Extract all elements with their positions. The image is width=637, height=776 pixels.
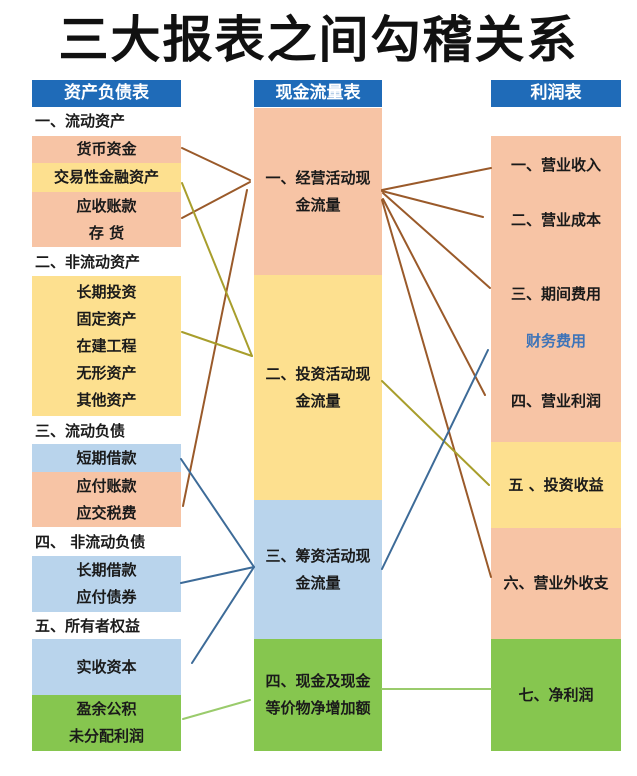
line-operating-to-revenue — [381, 167, 492, 191]
line-taxes-to-operating — [182, 189, 248, 507]
line-capital-to-financing — [191, 566, 255, 664]
income-statement-header: 利润表 — [491, 80, 621, 107]
item-non-operating: 六、营业外收支 — [491, 528, 621, 639]
block-line: 一、经营活动现 — [265, 168, 371, 187]
block-line: 四、现金及现金 — [265, 672, 371, 690]
item-taxes-payable: 应交税费 — [76, 503, 137, 522]
item-label: 一、营业收入 — [510, 155, 601, 174]
financing-cash-flow-block: 三、筹资活动现 金流量 — [254, 500, 382, 639]
line-operating-to-operating-profit — [382, 198, 486, 396]
item-label: 六、营业外收支 — [503, 574, 609, 592]
item-net-profit: 七、净利润 — [491, 639, 621, 751]
item-label: 五 、投资收益 — [508, 475, 604, 494]
item-operating-cost: 二、营业成本 — [491, 207, 621, 233]
line-investing-to-investment-income — [381, 380, 490, 486]
item-monetary-funds: 货币资金 — [32, 136, 181, 163]
item-inventory: 存 货 — [88, 223, 125, 242]
line-financing-to-finance-expense — [381, 349, 489, 570]
section-current-assets: 一、流动资产 — [35, 112, 126, 130]
line-trading-to-investing — [181, 182, 253, 357]
item-label: 三、期间费用 — [510, 284, 601, 303]
item-period-expenses: 三、期间费用 — [491, 281, 621, 307]
item-label: 七、净利润 — [518, 685, 594, 704]
section-current-liabilities: 三、流动负债 — [35, 422, 126, 440]
item-long-term-loans: 长期借款 — [76, 561, 137, 579]
item-label: 短期借款 — [76, 448, 137, 467]
item-other-assets: 其他资产 — [76, 390, 137, 409]
line-construction-to-investing — [181, 331, 253, 357]
line-receivables-to-operating — [181, 181, 251, 219]
payables-block: 应付账款 应交税费 — [32, 472, 181, 527]
line-monetary-to-operating — [181, 147, 251, 181]
item-accounts-payable: 应付账款 — [76, 476, 137, 495]
item-operating-revenue: 一、营业收入 — [491, 152, 621, 178]
item-finance-expense: 财务费用 — [491, 328, 621, 354]
balance-sheet-header: 资产负债表 — [32, 80, 181, 107]
block-line: 金流量 — [295, 195, 341, 214]
item-paid-in-capital: 实收资本 — [32, 639, 181, 695]
item-construction-in-progress: 在建工程 — [76, 336, 137, 355]
item-label: 四、营业利润 — [510, 391, 601, 410]
item-short-term-loans: 短期借款 — [32, 444, 181, 472]
block-line: 金流量 — [295, 573, 341, 592]
item-label: 交易性金融资产 — [53, 168, 159, 186]
block-line: 三、筹资活动现 — [265, 546, 371, 565]
item-label: 实收资本 — [76, 657, 137, 676]
line-operating-to-cost — [381, 190, 484, 218]
item-investment-income: 五 、投资收益 — [491, 442, 621, 528]
item-surplus-reserve: 盈余公积 — [76, 700, 137, 718]
retained-earnings-block: 盈余公积 未分配利润 — [32, 695, 181, 751]
item-undistributed-profit: 未分配利润 — [68, 727, 144, 745]
item-label: 二、营业成本 — [510, 210, 601, 229]
item-operating-profit: 四、营业利润 — [491, 388, 621, 414]
noncurrent-liabilities-block: 长期借款 应付债券 — [32, 556, 181, 612]
section-owners-equity: 五、所有者权益 — [35, 617, 141, 635]
item-long-term-investment: 长期投资 — [76, 282, 137, 301]
block-line: 金流量 — [295, 391, 341, 410]
section-noncurrent-assets: 二、非流动资产 — [35, 253, 141, 271]
item-label: 货币资金 — [76, 140, 137, 158]
item-trading-financial-assets: 交易性金融资产 — [32, 163, 181, 192]
page-title: 三大报表之间勾稽关系 — [58, 11, 579, 69]
line-operating-to-nonoperating — [381, 199, 492, 578]
item-label: 财务费用 — [525, 331, 586, 350]
item-fixed-assets: 固定资产 — [76, 309, 137, 328]
line-retained-to-netcash — [182, 699, 251, 720]
net-cash-increase-block: 四、现金及现金 等价物净增加额 — [254, 639, 382, 751]
section-noncurrent-liabilities: 四、 非流动负债 — [35, 533, 146, 551]
investing-cash-flow-block: 二、投资活动现 金流量 — [254, 275, 382, 500]
cash-flow-header: 现金流量表 — [254, 80, 382, 107]
operating-cash-flow-block: 一、经营活动现 金流量 — [254, 108, 382, 275]
item-accounts-receivable: 应收账款 — [76, 196, 137, 215]
item-receivables-inventory: 应收账款 存 货 — [32, 192, 181, 247]
noncurrent-assets-block: 长期投资 固定资产 在建工程 无形资产 其他资产 — [32, 276, 181, 416]
income-upper-block — [491, 136, 621, 442]
item-intangible-assets: 无形资产 — [76, 363, 137, 382]
line-operating-to-period-expenses — [382, 192, 491, 289]
block-line: 等价物净增加额 — [265, 699, 371, 717]
item-bonds-payable: 应付债券 — [76, 588, 137, 606]
block-line: 二、投资活动现 — [265, 364, 371, 383]
line-shortloan-to-financing — [180, 458, 255, 568]
line-longloan-to-financing — [180, 566, 255, 584]
